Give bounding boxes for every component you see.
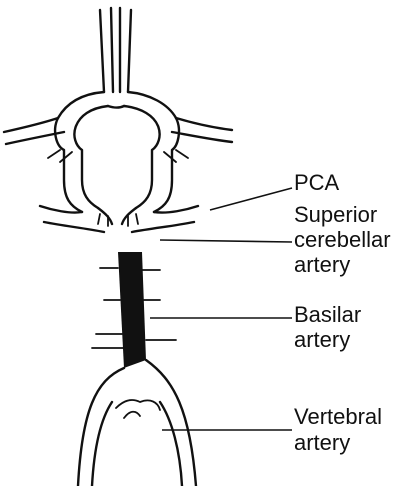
label-superior-cerebellar-line2: cerebellar <box>294 227 391 252</box>
anterior-vessels <box>100 8 131 92</box>
vertebral-arteries <box>78 360 196 486</box>
label-vertebral-line2: artery <box>294 430 350 455</box>
leader-lines <box>150 188 292 430</box>
label-superior-cerebellar-line1: Superior <box>294 202 377 227</box>
basilar-artery <box>92 252 176 368</box>
circle-of-willis <box>4 92 232 212</box>
pca-region <box>40 206 198 232</box>
label-basilar-line2: artery <box>294 327 350 352</box>
label-superior-cerebellar-line3: artery <box>294 252 350 277</box>
label-vertebral-line1: Vertebral <box>294 404 382 429</box>
label-pca: PCA <box>294 170 340 195</box>
label-basilar-line1: Basilar <box>294 302 361 327</box>
